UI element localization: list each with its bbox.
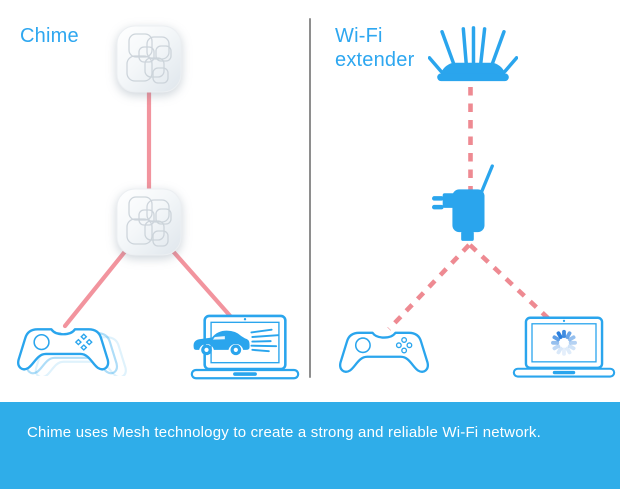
game-controller-icon bbox=[338, 324, 430, 378]
laptop-loading-icon bbox=[512, 316, 616, 380]
dashed-links bbox=[387, 87, 552, 331]
laptop-fast-car-icon bbox=[190, 314, 300, 382]
wall-plug-extender-icon bbox=[432, 161, 502, 243]
caption-banner: Chime uses Mesh technology to create a s… bbox=[0, 402, 620, 489]
fast-car-glyph bbox=[193, 328, 279, 356]
game-controller-fast-icon bbox=[16, 320, 128, 379]
chime-panel-label: Chime bbox=[20, 25, 79, 47]
wifi-extender-panel-label: Wi-Fi extender bbox=[335, 25, 415, 72]
solid-links bbox=[62, 87, 235, 329]
wifi-router-icon bbox=[427, 24, 519, 84]
chime-device-bottom-icon bbox=[116, 188, 182, 256]
panel-divider bbox=[309, 18, 311, 378]
loading-spinner-glyph bbox=[551, 329, 577, 356]
caption-text: Chime uses Mesh technology to create a s… bbox=[27, 424, 541, 441]
chime-device-top-icon bbox=[116, 25, 182, 93]
